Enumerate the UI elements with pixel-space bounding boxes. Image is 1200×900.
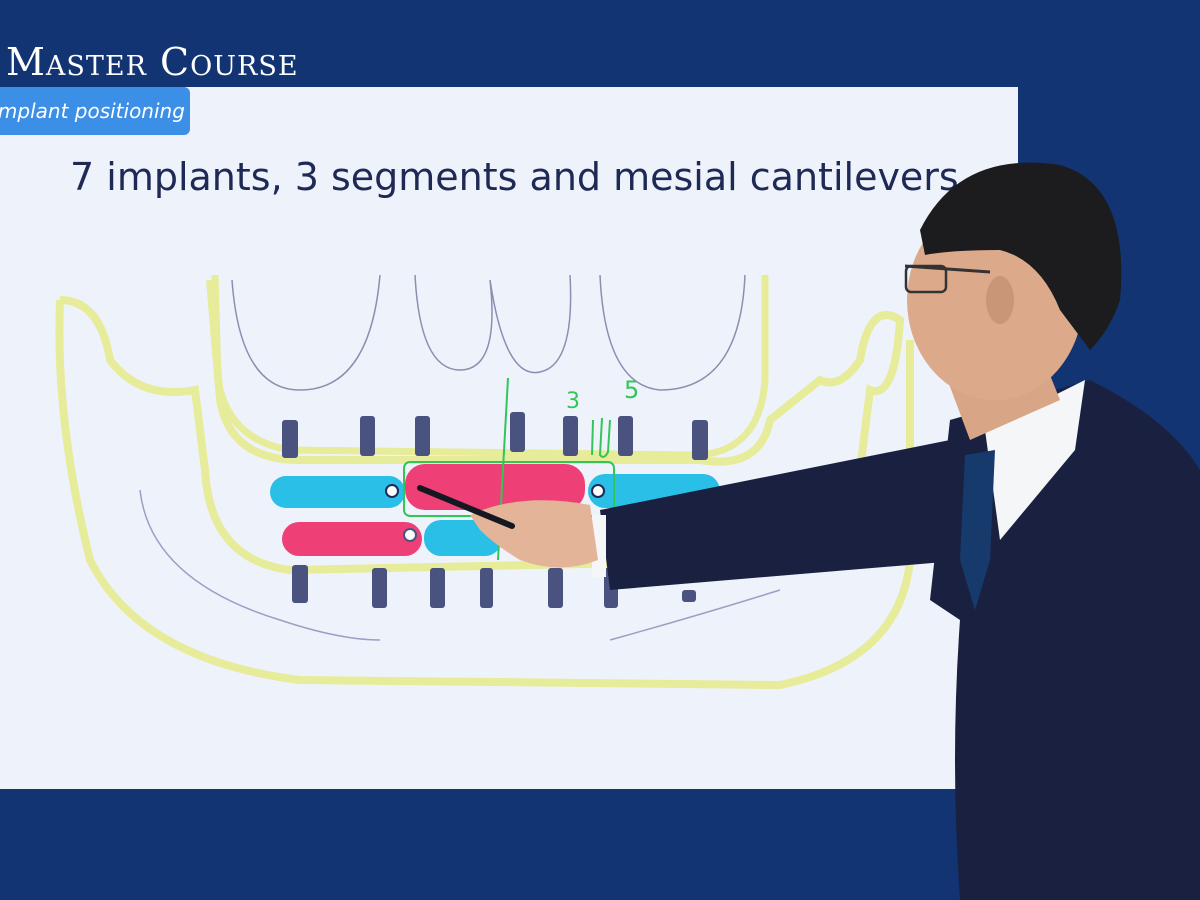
presenter-tie: [960, 450, 995, 610]
presenter-hand: [470, 500, 598, 568]
screw-access: [591, 484, 605, 498]
presenter-ear: [986, 276, 1014, 324]
implant: [510, 412, 525, 452]
implant: [430, 568, 445, 608]
implant: [292, 565, 308, 603]
implant: [618, 416, 633, 456]
implant: [415, 416, 430, 456]
nerve-line-right: [609, 589, 781, 641]
segment-pink-lower: [282, 522, 422, 556]
gingiva-line: [231, 274, 746, 391]
maxilla-outline: [211, 274, 769, 459]
segment-blue-left: [270, 476, 405, 508]
presenter-hair: [920, 162, 1122, 350]
course-title: Master Course: [6, 40, 299, 84]
annotation-digit-5: 5: [624, 376, 639, 404]
implant: [548, 568, 563, 608]
section-tab: Implant positioning: [0, 87, 190, 135]
implant: [372, 568, 387, 608]
annotation-mark: [591, 417, 611, 458]
annotation-digit-3: 3: [566, 389, 580, 414]
presenter: [470, 162, 1200, 900]
nerve-line-left: [139, 489, 381, 641]
implant: [692, 420, 708, 460]
slide-title: 7 implants, 3 segments and mesial cantil…: [70, 155, 959, 199]
implant: [282, 420, 298, 458]
implant: [480, 568, 493, 608]
presenter-cuff: [592, 515, 606, 577]
presenter-arm: [600, 440, 970, 590]
screw-access: [403, 528, 417, 542]
slide-panel: [0, 87, 1018, 789]
screw-access: [385, 484, 399, 498]
implant: [563, 416, 578, 456]
upper-implants: [282, 412, 708, 460]
presenter-glasses-lens: [904, 264, 948, 294]
mandible-outline: [55, 279, 914, 690]
pointer-stick-icon: [417, 485, 515, 529]
upper-segments: [270, 464, 720, 510]
implant: [682, 590, 696, 602]
section-tab-label: Implant positioning: [0, 99, 185, 123]
lower-segments: [282, 520, 502, 556]
implant: [360, 416, 375, 456]
